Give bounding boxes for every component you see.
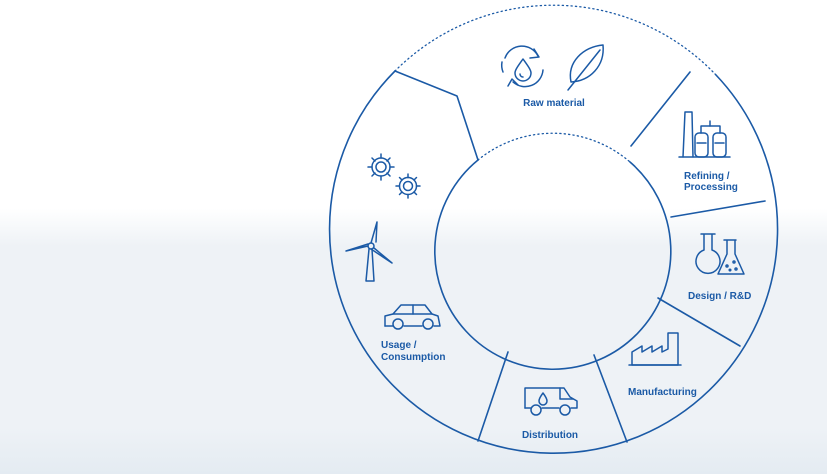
label-usage-line1: Usage / — [381, 340, 417, 351]
usage-boundary — [394, 70, 479, 161]
gears-icon — [367, 153, 421, 199]
refinery-icon — [678, 111, 731, 158]
outer-ring-dotted — [394, 4, 717, 76]
inner-ring — [434, 159, 672, 371]
label-distribution: Distribution — [522, 430, 578, 441]
car-icon — [384, 304, 441, 330]
label-usage-line2: Consumption — [381, 352, 445, 363]
divider-distribution-usage — [477, 351, 509, 442]
label-design: Design / R&D — [688, 291, 751, 302]
wind-turbine-icon — [345, 221, 393, 282]
recycle-water-drop-icon — [500, 45, 544, 88]
label-refining-line1: Refining / — [684, 171, 730, 182]
divider-raw-refining — [630, 71, 691, 147]
divider-refining-design — [670, 200, 766, 218]
leaf-icon — [567, 44, 604, 91]
inner-ring-dotted — [477, 132, 631, 163]
lab-flasks-icon — [695, 233, 745, 275]
label-manufacturing: Manufacturing — [628, 387, 697, 398]
label-raw-material: Raw material — [523, 98, 585, 109]
delivery-van-icon — [524, 387, 578, 416]
divider-design-manufacturing — [657, 297, 741, 347]
divider-manufacturing-distribution — [593, 354, 628, 443]
factory-icon — [628, 332, 682, 366]
label-refining-line2: Processing — [684, 182, 738, 193]
outer-ring — [328, 70, 779, 455]
